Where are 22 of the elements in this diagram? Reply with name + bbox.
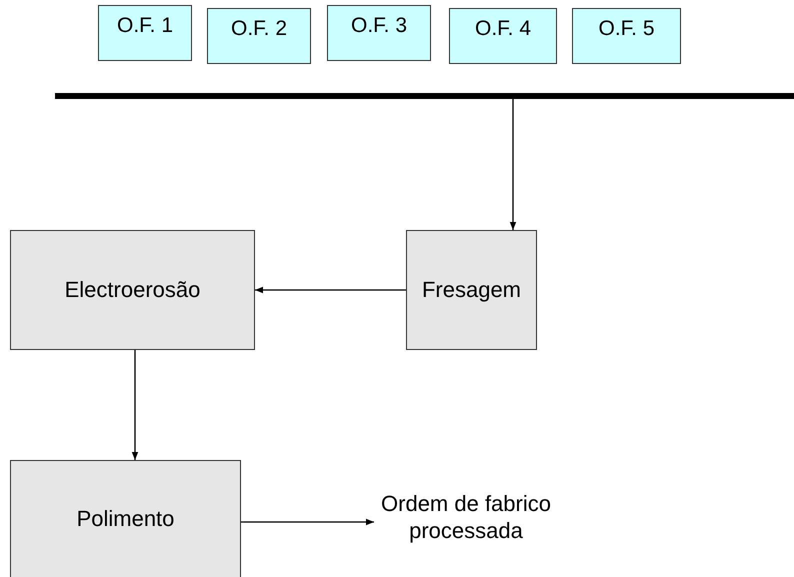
arrow xyxy=(132,350,138,460)
arrow xyxy=(255,286,406,294)
process-box xyxy=(10,230,255,350)
process-box xyxy=(406,230,537,350)
box-label: O.F. 4 xyxy=(474,17,532,41)
queue-bar xyxy=(55,93,794,99)
order-box xyxy=(98,5,192,61)
arrow xyxy=(510,99,516,230)
arrow xyxy=(241,518,374,526)
output-text: Ordem de fabrico processada xyxy=(378,482,554,552)
order-box xyxy=(327,5,431,61)
process-box xyxy=(10,460,241,577)
box-label: Fresagem xyxy=(422,277,522,303)
box-label: O.F. 1 xyxy=(116,14,174,38)
order-box xyxy=(572,8,681,64)
box-label: Polimento xyxy=(76,506,174,532)
order-box xyxy=(449,8,557,64)
box-label: O.F. 5 xyxy=(598,17,655,41)
order-box xyxy=(207,8,311,64)
box-label: Electroerosão xyxy=(64,277,200,303)
box-label: O.F. 3 xyxy=(350,14,408,38)
box-label: O.F. 2 xyxy=(230,17,288,41)
